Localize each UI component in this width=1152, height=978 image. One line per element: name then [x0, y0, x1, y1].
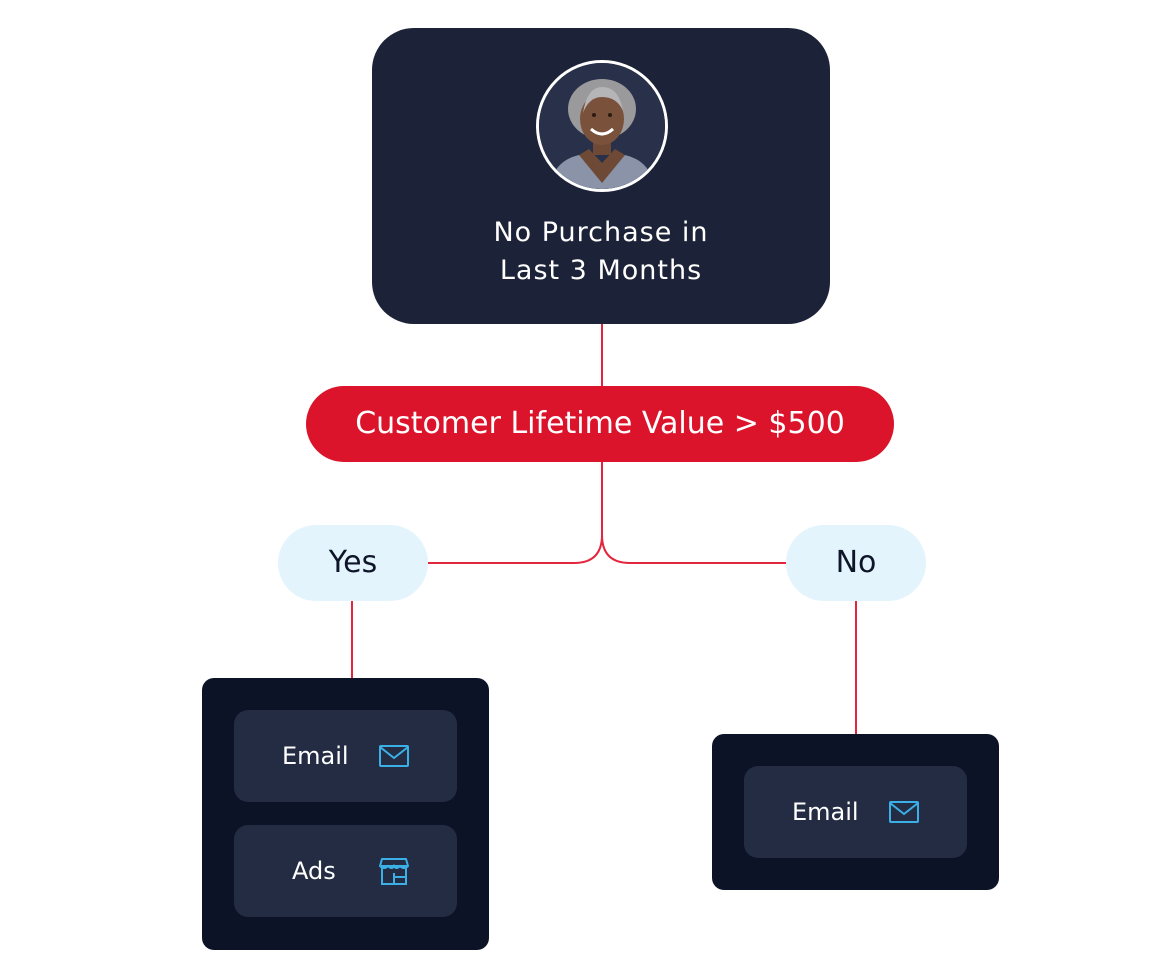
storefront-icon: [379, 858, 409, 885]
action-ads[interactable]: Ads: [234, 825, 457, 917]
action-label: Email: [792, 798, 859, 826]
action-label: Email: [282, 742, 349, 770]
action-email[interactable]: Email: [234, 710, 457, 802]
trigger-node[interactable]: No Purchase in Last 3 Months: [372, 28, 830, 324]
avatar: [536, 60, 668, 192]
person-portrait-icon: [539, 63, 665, 189]
connector-condition-to-yes: [428, 462, 603, 564]
connector-condition-to-no: [601, 534, 786, 564]
no-actions-panel: Email: [712, 734, 999, 890]
yes-actions-panel: Email Ads: [202, 678, 489, 950]
branch-no[interactable]: No: [786, 525, 926, 601]
action-label: Ads: [292, 857, 336, 885]
condition-node[interactable]: Customer Lifetime Value > $500: [306, 386, 894, 462]
mail-icon: [889, 801, 919, 823]
branch-yes[interactable]: Yes: [278, 525, 428, 601]
action-email[interactable]: Email: [744, 766, 967, 858]
mail-icon: [379, 745, 409, 767]
trigger-label-line-2: Last 3 Months: [499, 255, 703, 286]
trigger-label: No Purchase in Last 3 Months: [372, 214, 830, 290]
trigger-label-line-1: No Purchase in: [493, 217, 709, 248]
